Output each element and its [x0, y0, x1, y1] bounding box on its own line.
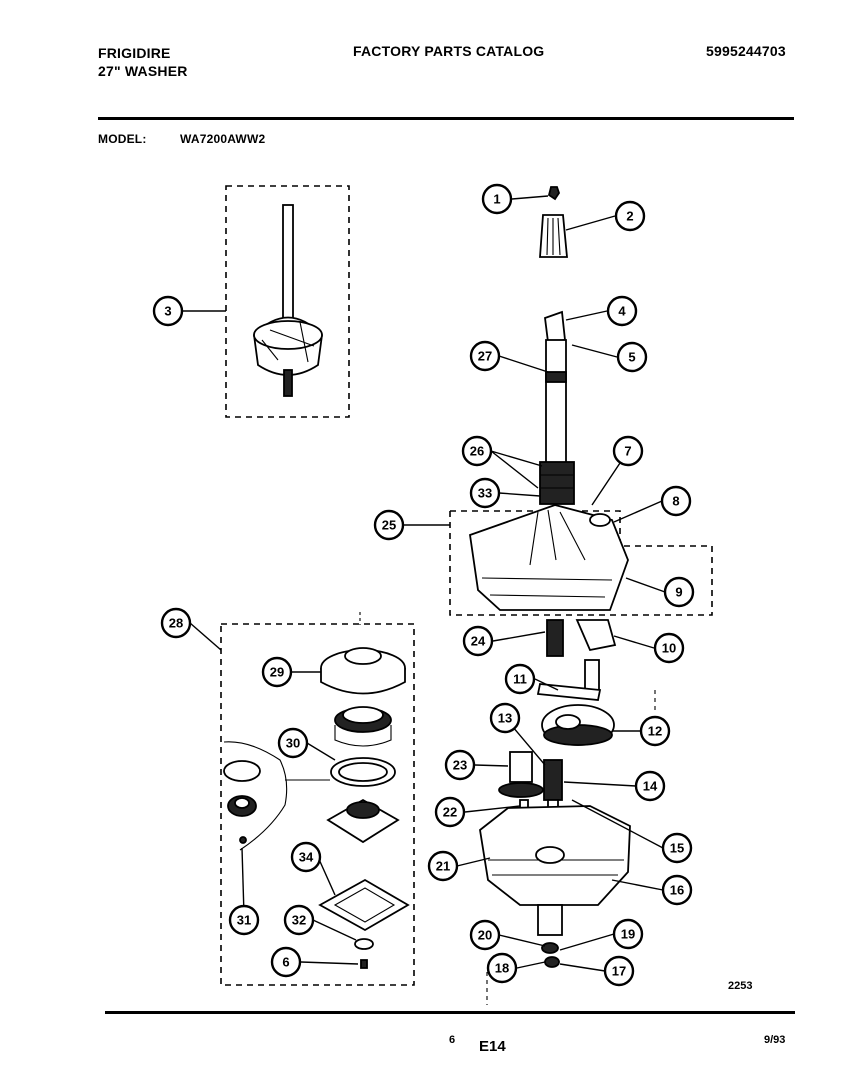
gear-case-drawing	[479, 805, 631, 968]
gear-case-cover-drawing	[469, 504, 629, 611]
callout-9: 9	[663, 576, 695, 608]
svg-text:21: 21	[436, 859, 450, 874]
svg-text:22: 22	[443, 805, 457, 820]
svg-text:28: 28	[169, 616, 183, 631]
assembly-box-28	[220, 623, 415, 986]
model-label: MODEL:	[98, 132, 147, 146]
callout-2: 2	[614, 200, 646, 232]
callout-15: 15	[661, 832, 693, 864]
callout-3: 3	[152, 295, 184, 327]
svg-text:7: 7	[624, 444, 631, 459]
svg-text:34: 34	[299, 850, 314, 865]
drive-shaft-assembly-drawing	[253, 204, 323, 397]
callout-7: 7	[612, 435, 644, 467]
callout-5: 5	[616, 341, 648, 373]
callout-23: 23	[444, 749, 476, 781]
seal-assembly-drawing	[223, 647, 410, 969]
page-code: E14	[479, 1038, 506, 1055]
callout-14: 14	[634, 770, 666, 802]
callout-34: 34	[290, 841, 322, 873]
svg-text:23: 23	[453, 758, 467, 773]
page-number: 6	[449, 1034, 456, 1046]
svg-text:33: 33	[478, 486, 492, 501]
callout-18: 18	[486, 952, 518, 984]
svg-text:8: 8	[672, 494, 679, 509]
svg-text:13: 13	[498, 711, 512, 726]
svg-text:15: 15	[670, 841, 684, 856]
agitator-shaft-drawing	[539, 310, 575, 505]
svg-text:12: 12	[648, 724, 662, 739]
callout-21: 21	[427, 850, 459, 882]
svg-text:24: 24	[471, 634, 486, 649]
leader-lines	[182, 195, 666, 1005]
svg-text:16: 16	[670, 883, 684, 898]
callout-8: 8	[660, 485, 692, 517]
product-name: 27" WASHER	[98, 63, 188, 79]
svg-text:14: 14	[643, 779, 658, 794]
drive-gear-drawing	[541, 704, 615, 746]
callout-31: 31	[228, 904, 260, 936]
footer-rule	[105, 1011, 795, 1014]
tub-nut-and-cap-drawing	[539, 186, 568, 258]
header-rule	[98, 117, 794, 120]
catalog-title: FACTORY PARTS CATALOG	[353, 43, 545, 59]
callout-13: 13	[489, 702, 521, 734]
svg-text:3: 3	[164, 304, 171, 319]
print-date: 9/93	[764, 1034, 786, 1046]
callout-1: 1	[481, 183, 513, 215]
svg-text:19: 19	[621, 927, 635, 942]
callout-30: 30	[277, 727, 309, 759]
svg-text:27: 27	[478, 349, 492, 364]
svg-text:18: 18	[495, 961, 509, 976]
callout-33: 33	[469, 477, 501, 509]
drawing-number: 2253	[728, 980, 753, 992]
svg-text:32: 32	[292, 913, 306, 928]
svg-text:9: 9	[675, 585, 682, 600]
pinion-and-shift-lever-drawing	[536, 619, 617, 701]
svg-text:29: 29	[270, 665, 284, 680]
callout-25: 25	[373, 509, 405, 541]
svg-text:25: 25	[382, 518, 396, 533]
svg-text:26: 26	[470, 444, 484, 459]
svg-text:5: 5	[628, 350, 635, 365]
callout-27: 27	[469, 340, 501, 372]
callout-6: 6	[270, 946, 302, 978]
callout-29: 29	[261, 656, 293, 688]
callout-16: 16	[661, 874, 693, 906]
svg-text:2: 2	[626, 209, 633, 224]
callout-20: 20	[469, 919, 501, 951]
svg-text:6: 6	[282, 955, 289, 970]
callout-12: 12	[639, 715, 671, 747]
callout-22: 22	[434, 796, 466, 828]
callout-19: 19	[612, 918, 644, 950]
svg-text:11: 11	[513, 672, 527, 687]
brand-name: FRIGIDIRE	[98, 45, 171, 61]
callout-24: 24	[462, 625, 494, 657]
svg-text:10: 10	[662, 641, 676, 656]
assembly-box-25	[449, 510, 713, 616]
catalog-number: 5995244703	[706, 43, 786, 59]
svg-text:30: 30	[286, 736, 300, 751]
svg-text:1: 1	[493, 192, 500, 207]
callout-26: 26	[461, 435, 493, 467]
svg-text:20: 20	[478, 928, 492, 943]
callout-17: 17	[603, 955, 635, 987]
callout-4: 4	[606, 295, 638, 327]
svg-text:17: 17	[612, 964, 626, 979]
svg-text:4: 4	[618, 304, 626, 319]
callout-28: 28	[160, 607, 192, 639]
model-number: WA7200AWW2	[180, 132, 266, 146]
callout-32: 32	[283, 904, 315, 936]
callout-11: 11	[504, 663, 536, 695]
svg-text:31: 31	[237, 913, 251, 928]
callout-10: 10	[653, 632, 685, 664]
